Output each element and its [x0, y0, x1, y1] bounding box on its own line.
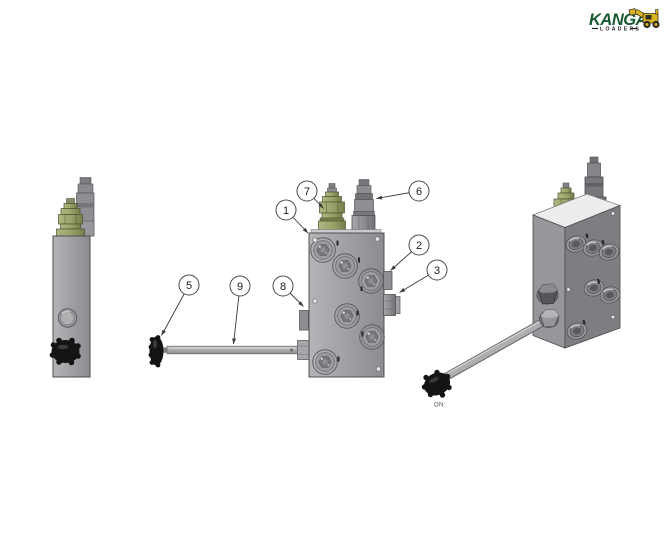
callout-7: 7 — [296, 180, 318, 202]
port-label-marks — [336, 240, 364, 362]
selector-rod — [161, 340, 310, 360]
callout-9-label: 9 — [237, 281, 243, 293]
gray-cartridge-valve — [351, 179, 376, 234]
selector-knob — [49, 337, 81, 366]
callout-balloons: 1 7 6 2 3 8 5 9 — [178, 180, 448, 297]
callout-2-label: 2 — [416, 240, 422, 252]
mounting-holes — [566, 211, 616, 320]
callout-6-label: 6 — [416, 186, 422, 198]
brand-name: KANGA — [589, 11, 647, 29]
green-cartridge-valve — [56, 198, 85, 237]
brand-subtitle: LOADERS — [600, 27, 641, 33]
callout-6: 6 — [408, 180, 430, 202]
callout-8-label: 8 — [280, 281, 286, 293]
callout-3-label: 3 — [434, 265, 440, 277]
selector-knob — [421, 369, 452, 398]
isometric-view-valve-block: ON: — [421, 156, 623, 409]
loader-icon — [628, 8, 660, 29]
callout-1: 1 — [275, 199, 297, 221]
callout-5-label: 5 — [186, 280, 192, 292]
front-view-valve-block — [148, 179, 401, 378]
left-port-fitting — [299, 310, 309, 331]
port-label-marks — [582, 233, 605, 325]
side-view-valve-block — [49, 177, 95, 378]
kanga-logo: KANGA LOADERS — [589, 8, 660, 33]
mounting-holes — [312, 236, 382, 372]
side-port-boss — [57, 308, 78, 328]
right-port-fitting-large — [383, 294, 401, 316]
callout-1-label: 1 — [283, 205, 289, 217]
callout-7-label: 7 — [304, 186, 310, 198]
selector-knob — [148, 335, 164, 368]
selector-rod — [442, 309, 560, 382]
callout-3: 3 — [426, 259, 448, 281]
hex-plug — [536, 283, 559, 305]
right-port-fitting-small — [383, 271, 393, 290]
callout-8: 8 — [272, 275, 294, 297]
callout-9: 9 — [229, 275, 251, 297]
green-cartridge-valve — [318, 183, 346, 234]
callout-5: 5 — [178, 274, 200, 296]
callout-2: 2 — [408, 234, 430, 256]
on-position-label: ON: — [434, 403, 446, 409]
